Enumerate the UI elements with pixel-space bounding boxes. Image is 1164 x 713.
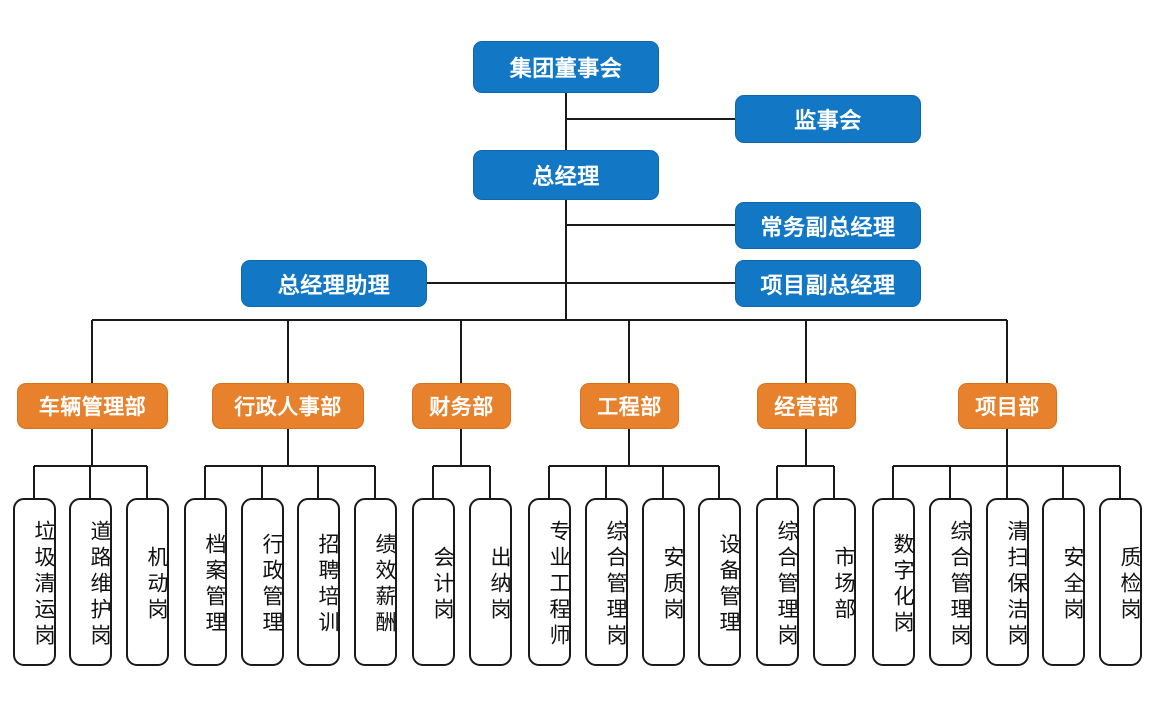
position-label: 机动岗 [145, 546, 168, 624]
position-label: 数字化岗 [891, 533, 914, 637]
position-box[interactable]: 招聘培训 [297, 498, 340, 666]
position-label: 绩效薪酬 [373, 533, 396, 637]
department-vehicle-management[interactable]: 车辆管理部 [17, 383, 168, 429]
position-box[interactable]: 道路维护岗 [69, 498, 112, 666]
position-label: 清扫保洁岗 [1005, 520, 1028, 650]
department-project[interactable]: 项目部 [958, 383, 1057, 429]
position-label: 安全岗 [1061, 546, 1084, 624]
position-label: 会计岗 [431, 546, 454, 624]
node-general-manager-label: 总经理 [532, 164, 600, 189]
position-box[interactable]: 垃圾清运岗 [13, 498, 56, 666]
department-engineering-label: 工程部 [597, 396, 662, 419]
position-box[interactable]: 出纳岗 [469, 498, 512, 666]
position-box[interactable]: 综合管理岗 [929, 498, 972, 666]
node-gm-assistant[interactable]: 总经理助理 [241, 260, 427, 307]
position-label: 综合管理岗 [775, 520, 798, 650]
position-box[interactable]: 机动岗 [126, 498, 169, 666]
position-box[interactable]: 质检岗 [1099, 498, 1142, 666]
node-general-manager[interactable]: 总经理 [473, 150, 659, 200]
position-label: 招聘培训 [316, 533, 339, 637]
position-label: 市场部 [832, 546, 855, 624]
position-label: 专业工程师 [547, 520, 570, 650]
department-admin-hr[interactable]: 行政人事部 [212, 383, 364, 429]
position-label: 行政管理 [260, 533, 283, 637]
position-label: 综合管理岗 [604, 520, 627, 650]
department-finance-label: 财务部 [429, 396, 494, 419]
position-label: 质检岗 [1118, 546, 1141, 624]
department-engineering[interactable]: 工程部 [580, 383, 679, 429]
position-box[interactable]: 数字化岗 [872, 498, 915, 666]
position-label: 道路维护岗 [88, 520, 111, 650]
position-box[interactable]: 综合管理岗 [756, 498, 799, 666]
node-supervisory-board-label: 监事会 [794, 108, 862, 133]
node-supervisory-board[interactable]: 监事会 [735, 95, 921, 143]
position-box[interactable]: 行政管理 [241, 498, 284, 666]
department-project-label: 项目部 [975, 396, 1040, 419]
position-label: 综合管理岗 [948, 520, 971, 650]
department-admin-hr-label: 行政人事部 [234, 396, 342, 419]
node-project-deputy-gm-label: 项目副总经理 [760, 272, 896, 298]
department-vehicle-management-label: 车辆管理部 [38, 396, 147, 419]
position-box[interactable]: 绩效薪酬 [354, 498, 397, 666]
node-board-label: 集团董事会 [509, 56, 623, 81]
position-box[interactable]: 会计岗 [412, 498, 455, 666]
position-box[interactable]: 专业工程师 [528, 498, 571, 666]
node-project-deputy-gm[interactable]: 项目副总经理 [735, 260, 921, 307]
department-operations-label: 经营部 [774, 396, 839, 419]
department-operations[interactable]: 经营部 [757, 383, 856, 429]
position-box[interactable]: 清扫保洁岗 [986, 498, 1029, 666]
node-executive-deputy-gm[interactable]: 常务副总经理 [735, 202, 921, 249]
position-label: 出纳岗 [488, 546, 511, 624]
position-box[interactable]: 综合管理岗 [585, 498, 628, 666]
position-box[interactable]: 安全岗 [1042, 498, 1085, 666]
position-label: 安质岗 [661, 546, 684, 624]
position-box[interactable]: 安质岗 [642, 498, 685, 666]
node-gm-assistant-label: 总经理助理 [277, 272, 391, 298]
position-label: 设备管理 [717, 533, 740, 637]
position-label: 档案管理 [203, 533, 226, 637]
position-box[interactable]: 设备管理 [698, 498, 741, 666]
node-executive-deputy-gm-label: 常务副总经理 [760, 214, 896, 240]
department-finance[interactable]: 财务部 [412, 383, 511, 429]
node-board[interactable]: 集团董事会 [473, 41, 659, 93]
position-box[interactable]: 市场部 [813, 498, 856, 666]
position-box[interactable]: 档案管理 [184, 498, 227, 666]
position-label: 垃圾清运岗 [32, 520, 55, 650]
